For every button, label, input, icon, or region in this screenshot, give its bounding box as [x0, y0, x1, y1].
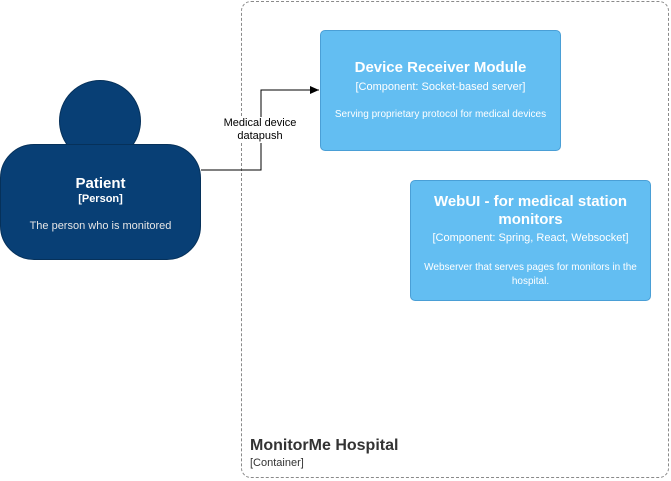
component-technology: [Component: Socket-based server]: [355, 81, 526, 93]
container-title: MonitorMe Hospital: [250, 437, 399, 454]
datapush-label: Medical device datapush: [212, 117, 308, 143]
container-type-label: [Container]: [250, 457, 304, 469]
person-name: Patient: [75, 175, 126, 192]
component-description: Serving proprietary protocol for medical…: [334, 109, 547, 120]
person-description: The person who is monitored: [29, 220, 172, 232]
container-boundary: [241, 1, 669, 478]
component-description: Webserver that serves pages for monitors…: [424, 262, 637, 287]
component-title: WebUI - for medical station monitors: [433, 193, 628, 228]
component-webui: WebUI - for medical station monitors [Co…: [410, 180, 651, 301]
person-patient: Patient [Person] The person who is monit…: [0, 144, 201, 260]
component-title: Device Receiver Module: [354, 59, 527, 76]
person-type-label: [Person]: [78, 193, 123, 205]
component-technology: [Component: Spring, React, Websocket]: [432, 232, 629, 244]
component-device-receiver: Device Receiver Module [Component: Socke…: [320, 30, 561, 151]
